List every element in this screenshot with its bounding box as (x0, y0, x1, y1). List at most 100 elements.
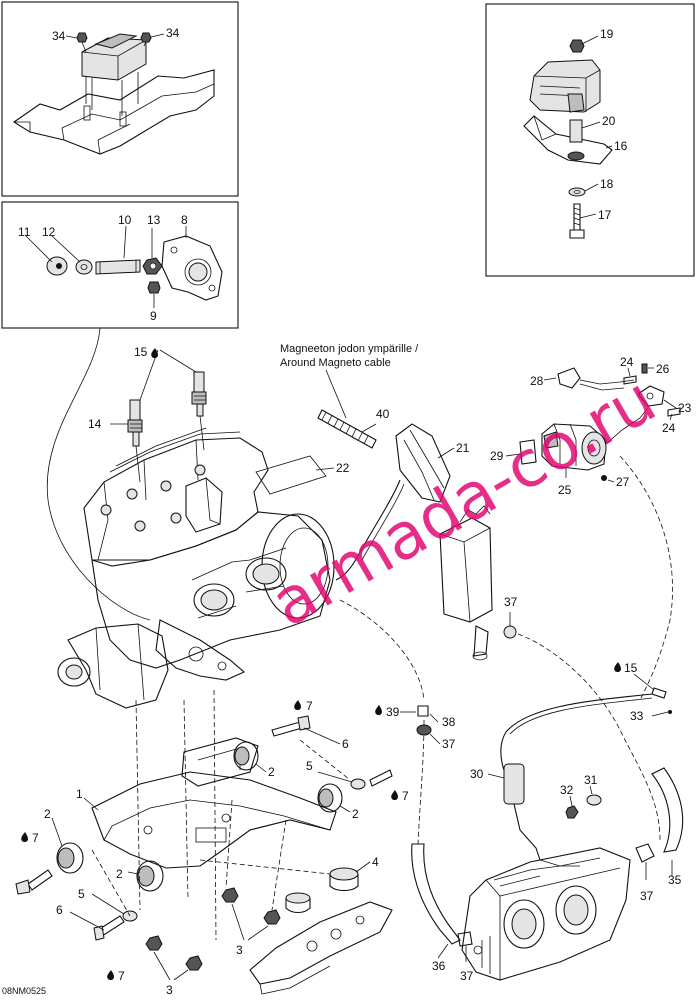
crankcase (67, 623, 169, 709)
callout-27: 27 (616, 475, 630, 489)
callout-7a: 7 (306, 699, 313, 713)
grease-drop-15-icon (151, 348, 158, 359)
cable-note-line2: Around Magneto cable (280, 357, 391, 369)
callout-31: 31 (584, 773, 598, 787)
fuel-pump-body (439, 517, 493, 623)
grease-drop-7a-icon (294, 700, 301, 711)
engine-mount-assembly: 1 2 2 2 2 (15, 689, 409, 997)
bracket-23 (637, 385, 665, 407)
washer-31 (586, 794, 602, 806)
fitting-33 (651, 687, 667, 699)
foam-22 (255, 455, 327, 495)
spacer-20 (569, 119, 583, 143)
rubber-pad-4b (285, 892, 311, 914)
electrical-assembly: 28 24 24 26 23 25 29 27 (490, 355, 692, 701)
carb-bore-right (555, 885, 597, 935)
engine-block (91, 511, 331, 669)
callout-8: 8 (181, 213, 188, 227)
callout-2d: 2 (116, 867, 123, 881)
callout-17: 17 (598, 208, 612, 222)
callout-34b: 34 (166, 26, 180, 40)
callout-6a: 6 (342, 737, 349, 751)
inset-chassis: 34 34 (1, 1, 239, 197)
washer-5a (350, 778, 366, 790)
callout-11: 11 (18, 225, 31, 239)
pto-shaft (57, 657, 91, 687)
clip-29 (519, 439, 537, 465)
grease-drop-7d-icon (107, 970, 114, 981)
hose-36 (411, 843, 461, 945)
callout-18: 18 (600, 177, 614, 191)
clamp-37-mid (503, 625, 517, 639)
callout-9: 9 (150, 309, 157, 323)
callout-29: 29 (490, 449, 504, 463)
fitting-38 (417, 705, 429, 717)
fuel-pump-assembly: 37 (439, 505, 661, 841)
nut-3d (185, 955, 203, 971)
lower-mount-plate (249, 901, 393, 985)
screw-27 (601, 475, 607, 481)
callout-39: 39 (386, 705, 400, 719)
nut-3a (221, 887, 239, 903)
nut-19 (569, 39, 585, 53)
watermark: armada-co.ru (259, 363, 668, 642)
nut-34-right (140, 32, 152, 43)
callout-5b: 5 (78, 887, 85, 901)
callout-12: 12 (42, 225, 56, 239)
oil-line-assembly: 15 33 30 31 32 (470, 661, 672, 867)
grease-drop-15b-icon (614, 662, 621, 673)
bolt-6b (93, 915, 125, 941)
nut-3b (263, 909, 281, 925)
rubber-pad-4a (329, 867, 359, 892)
hoses: 35 37 36 37 38 39 37 (339, 599, 684, 983)
callout-37-right: 37 (640, 889, 654, 903)
callout-20: 20 (602, 114, 616, 128)
spring-40 (317, 409, 377, 449)
ecu-box (81, 37, 147, 81)
callout-32: 32 (560, 783, 574, 797)
callout-24b: 24 (662, 421, 676, 435)
clamp-37-right (635, 843, 655, 863)
intake-assembly: Magneeton jodon ympärille / Around Magne… (255, 343, 470, 581)
callout-33: 33 (630, 709, 644, 723)
nut-34-left (76, 32, 88, 43)
inset-chassis-frame (1, 1, 239, 197)
callout-21: 21 (456, 441, 470, 455)
cable-note-line1: Magneeton jodon ympärille / (280, 343, 419, 355)
bracket-16 (523, 115, 613, 165)
callout-37-bottom: 37 (460, 969, 474, 983)
throttle-cable-30 (500, 693, 653, 791)
washer-12 (75, 259, 93, 275)
callout-22: 22 (336, 461, 350, 475)
carburetor-assembly (461, 847, 631, 981)
spark-plug-15 (191, 371, 207, 417)
chassis-plate (12, 69, 215, 155)
rubber-mount-2c (56, 842, 84, 874)
callout-34: 34 (52, 29, 66, 43)
hose-35 (651, 767, 684, 853)
rubber-mount-2d (136, 860, 164, 892)
intake-right (245, 557, 287, 591)
intake-left (193, 583, 235, 617)
inset-bracket: 19 20 16 18 17 (485, 3, 695, 277)
ignition-coil-25 (541, 423, 607, 471)
callout-2c: 2 (44, 807, 51, 821)
callout-24a: 24 (620, 355, 634, 369)
callout-2a: 2 (268, 765, 275, 779)
plate-8 (161, 235, 223, 301)
grease-drop-7b-icon (391, 790, 398, 801)
screw-26 (641, 363, 648, 374)
nut-3c (145, 935, 163, 951)
carburetor-body (461, 847, 631, 981)
leader-rave-to-engine (46, 327, 151, 621)
callout-23: 23 (678, 401, 692, 415)
nut-32 (565, 805, 579, 819)
clamp-37-upper (416, 724, 432, 736)
bolt-7b (15, 869, 53, 895)
callout-38: 38 (442, 715, 456, 729)
spark-plug-14 (127, 399, 143, 447)
grease-drop-39-icon (375, 705, 382, 716)
engine-assembly: 15 14 (57, 345, 335, 709)
callout-3b: 3 (166, 983, 173, 997)
callout-5a: 5 (306, 759, 313, 773)
